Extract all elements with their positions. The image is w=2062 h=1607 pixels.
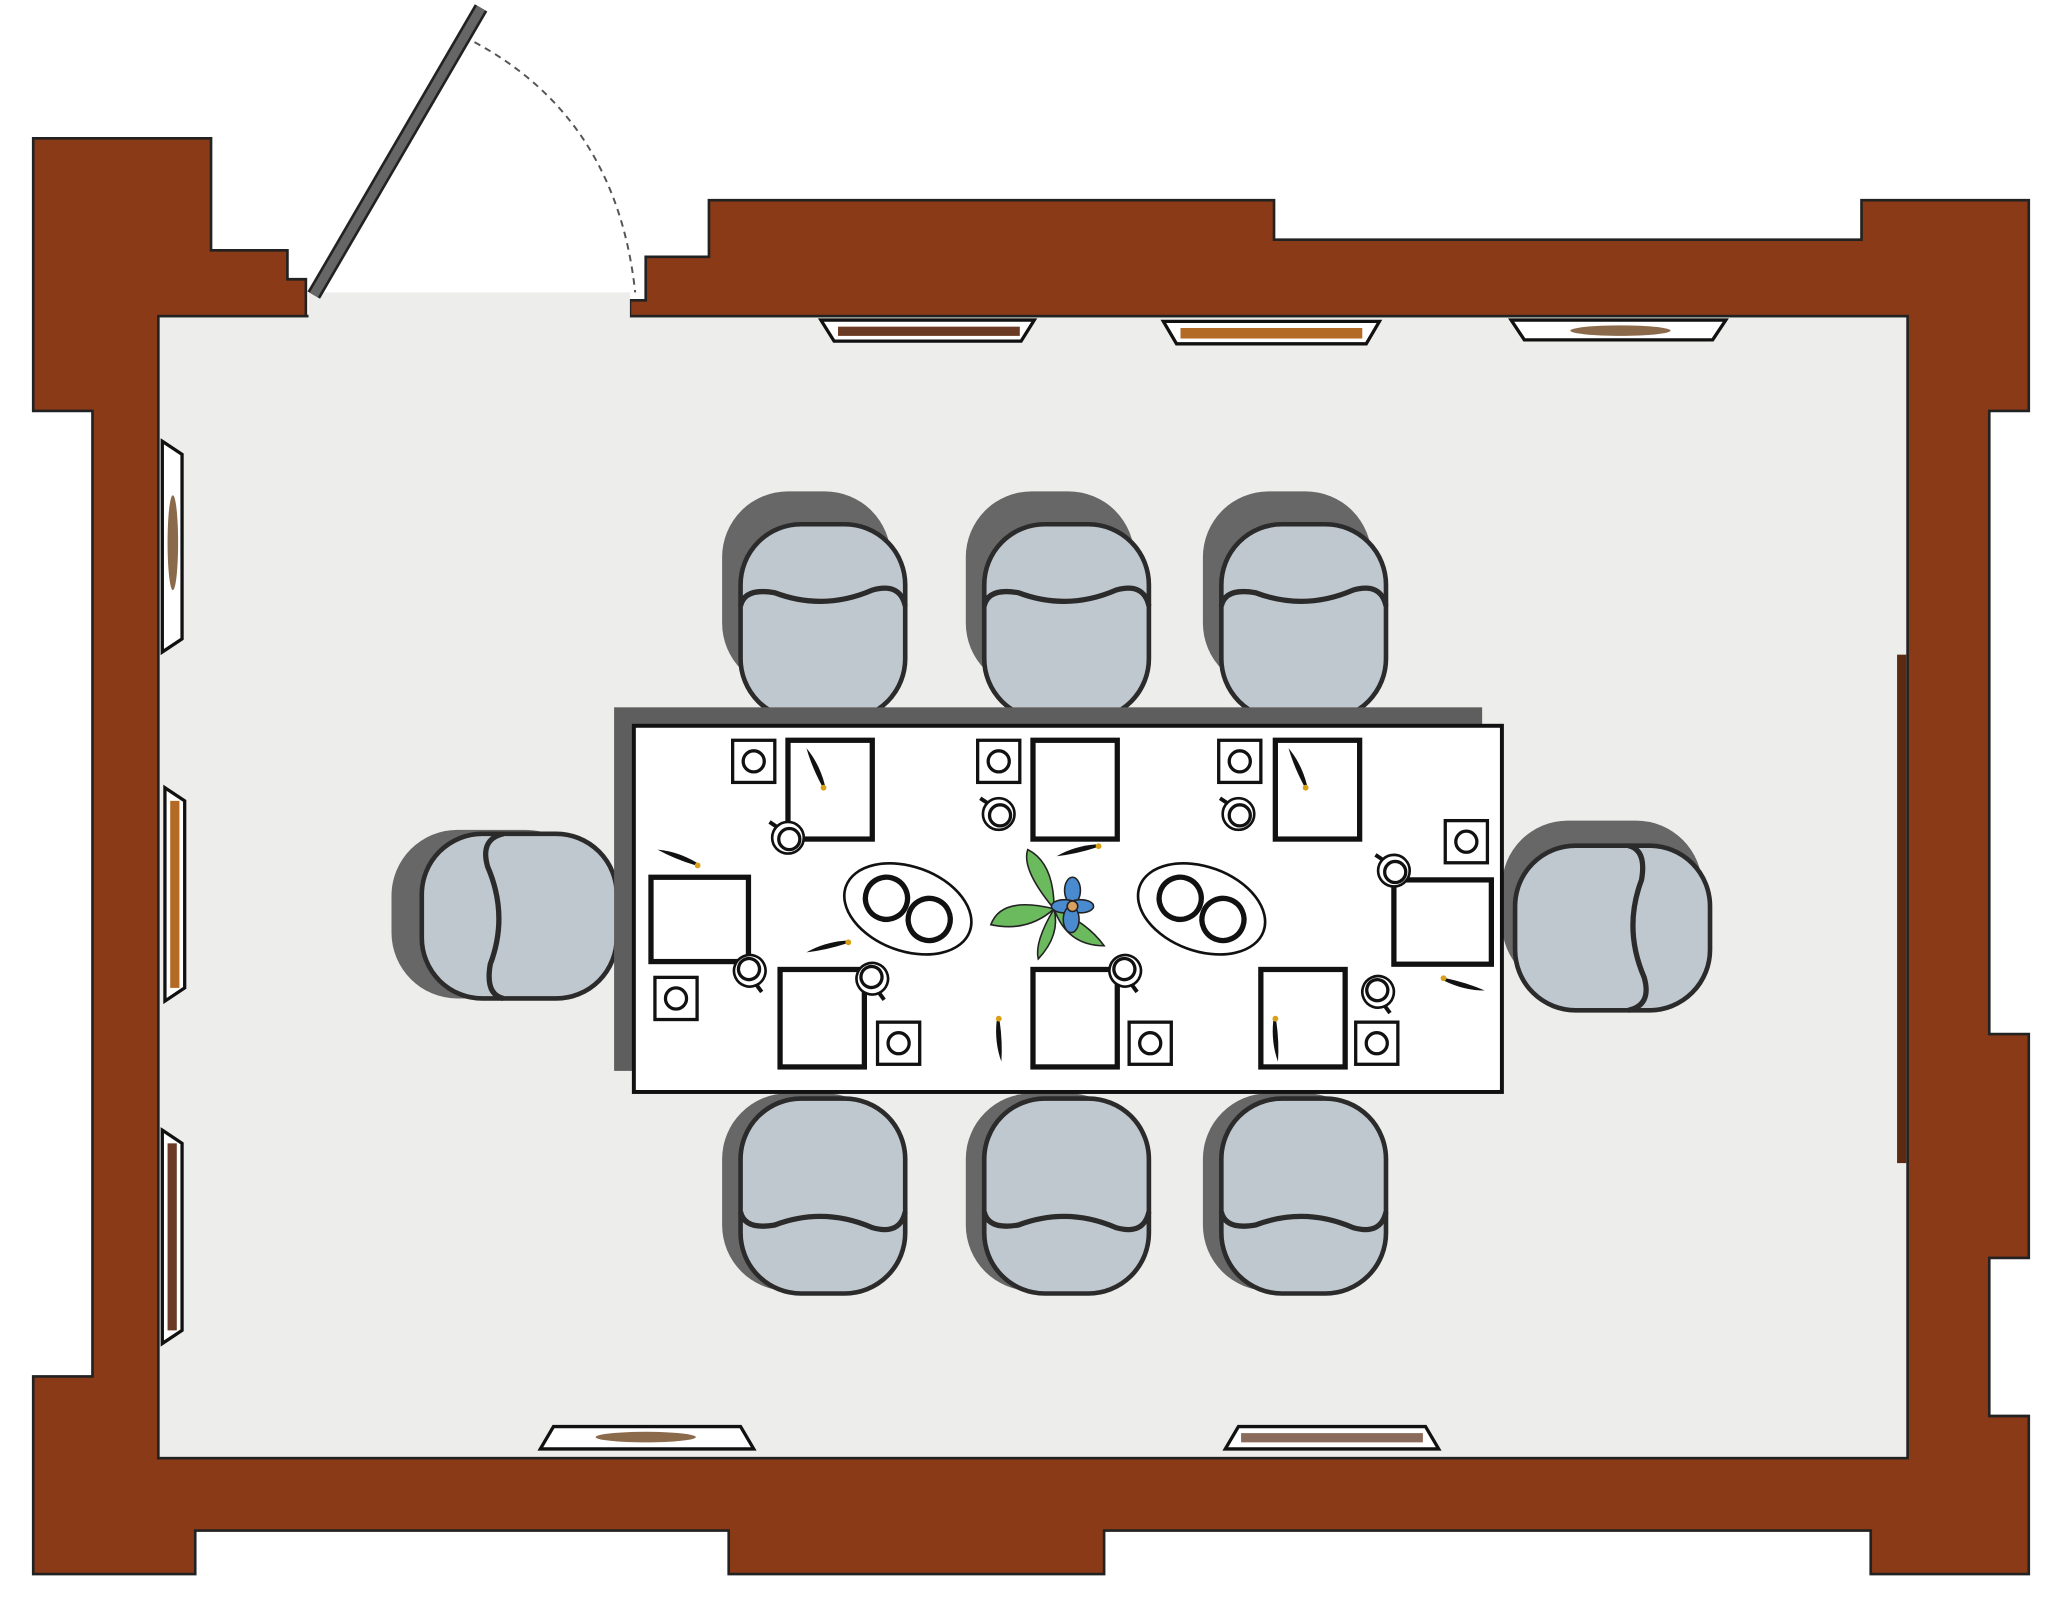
chair-icon[interactable] <box>1515 846 1710 1011</box>
plate-icon <box>731 738 777 785</box>
plant-centerpiece-icon <box>989 848 1106 961</box>
wall-picture-icon <box>1570 325 1671 336</box>
wall-picture-icon <box>167 495 179 591</box>
place-setting-icon <box>1272 737 1363 842</box>
plate-icon <box>653 975 699 1022</box>
plate-icon <box>976 738 1022 785</box>
wall-picture-icon <box>1241 1433 1423 1443</box>
place-setting-icon <box>785 737 875 842</box>
chair-icon[interactable] <box>1221 1099 1386 1294</box>
wall-panel <box>1897 654 1907 1164</box>
wall-picture-icon <box>838 326 1020 336</box>
door-panel <box>309 5 486 298</box>
plate-icon <box>1127 1020 1173 1066</box>
chair-icon[interactable] <box>984 1099 1149 1294</box>
chair-icon[interactable] <box>741 524 906 719</box>
wall-picture-icon <box>170 800 180 988</box>
chair-icon[interactable] <box>741 1099 906 1294</box>
door-swing-arc <box>474 41 637 293</box>
plate-icon <box>1443 818 1490 865</box>
chair-icon[interactable] <box>422 834 617 999</box>
place-setting-icon <box>1030 966 1120 1070</box>
teapot-tray-icon <box>1136 861 1267 956</box>
place-setting-icon <box>1030 737 1120 842</box>
plate-icon <box>875 1020 922 1066</box>
place-setting-icon <box>648 874 752 965</box>
wall-picture-icon <box>167 1143 177 1331</box>
place-setting-icon <box>777 966 868 1070</box>
place-setting-icon <box>1391 877 1495 967</box>
teapot-tray-icon <box>842 861 973 956</box>
wall-pictures <box>160 318 1729 1451</box>
plate-icon <box>1354 1020 1400 1066</box>
chair-icon[interactable] <box>1221 524 1386 719</box>
plate-icon <box>1217 738 1263 785</box>
wall-picture-icon <box>595 1431 696 1443</box>
doorway-floor <box>308 292 630 319</box>
wall-picture-icon <box>1180 327 1363 339</box>
chair-icon[interactable] <box>984 524 1149 719</box>
